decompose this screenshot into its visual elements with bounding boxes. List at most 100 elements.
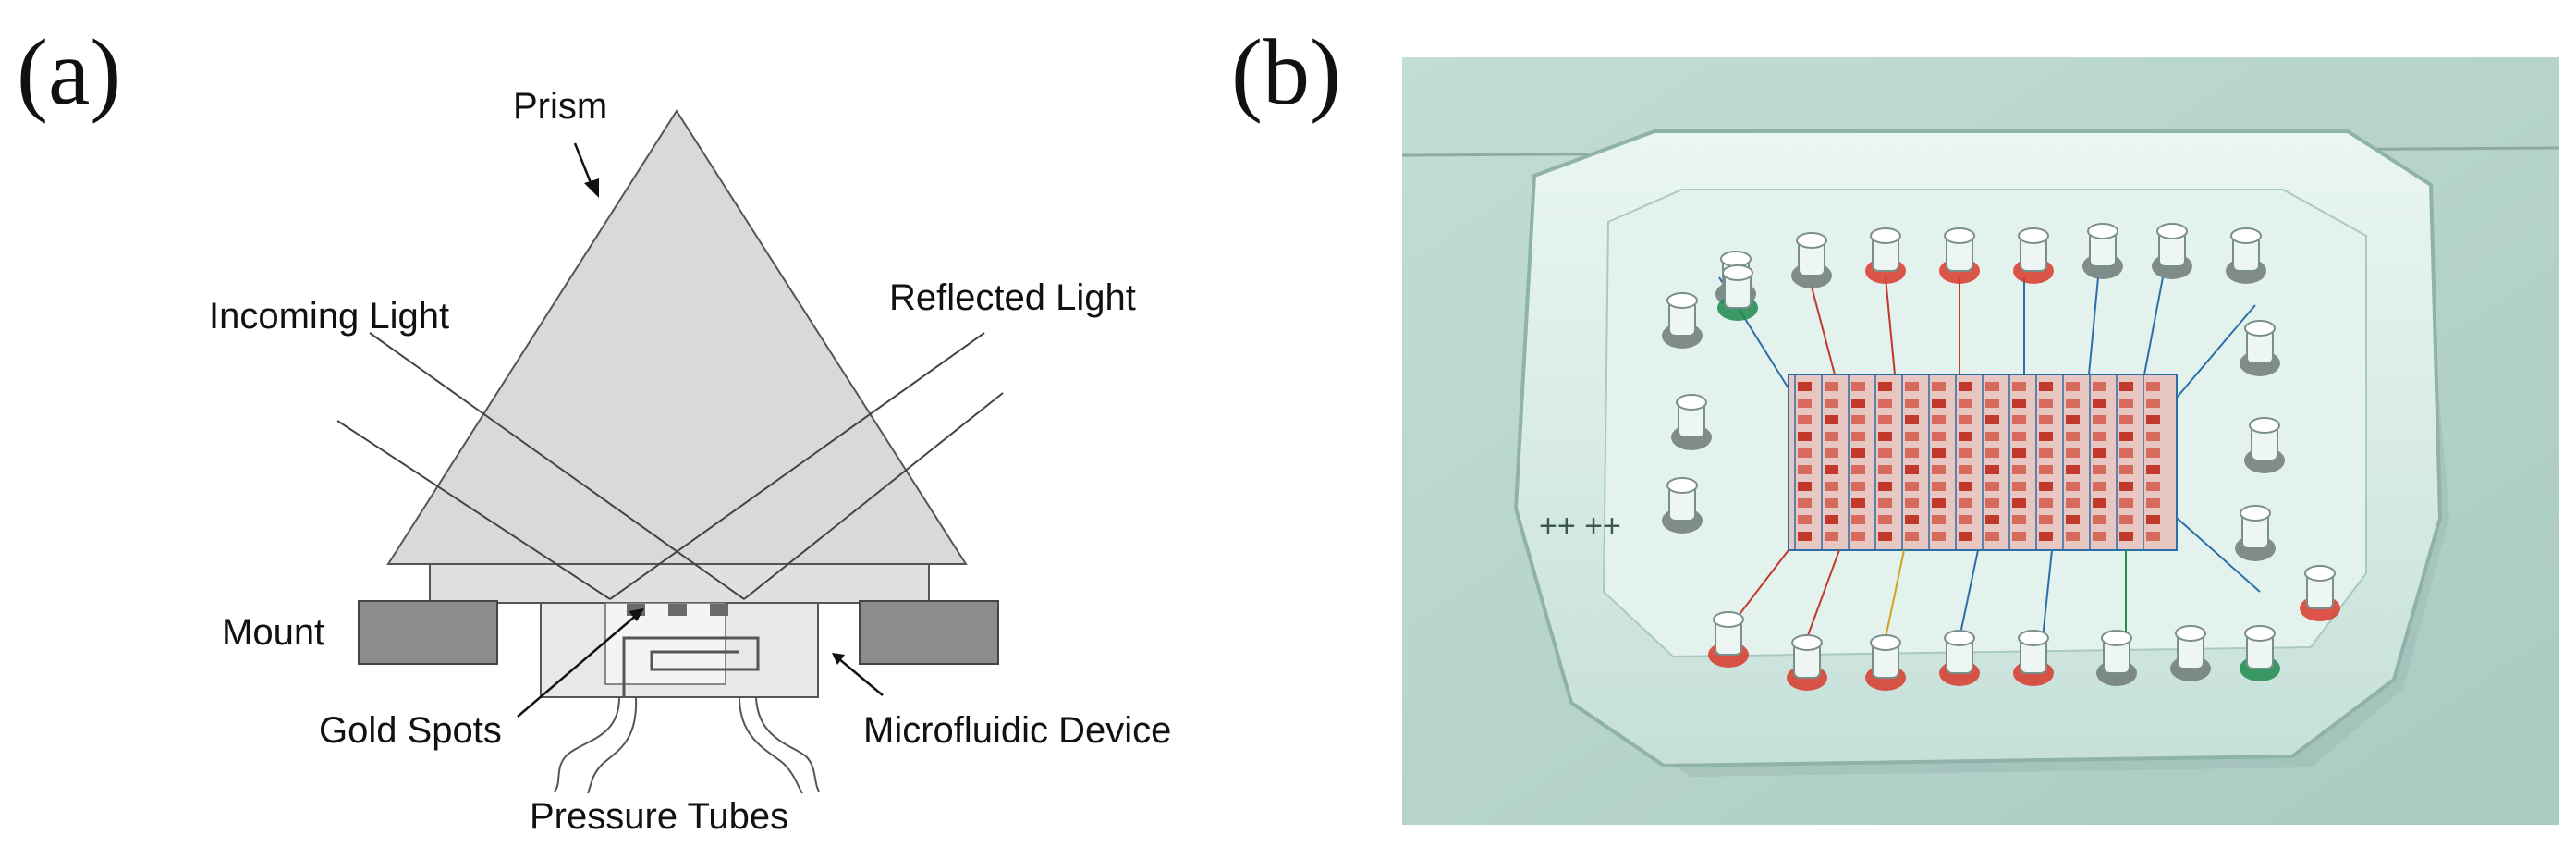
gold-spot-cell [1878, 448, 1892, 458]
channel-line [1885, 549, 1905, 639]
gold-spot-cell [2146, 399, 2160, 408]
pressure-tubes-label: Pressure Tubes [530, 796, 788, 837]
gold-spot-cell [1878, 482, 1892, 491]
tube-port [2152, 223, 2192, 279]
gold-spot-cell [1932, 415, 1946, 424]
channel-line [2088, 276, 2099, 375]
microfluidic-arrowhead [832, 653, 845, 665]
tube-port [2013, 630, 2054, 686]
tube-port [2300, 565, 2340, 621]
gold-spot-cell [1798, 432, 1812, 441]
port-opening [2156, 223, 2188, 239]
port-opening [2175, 625, 2206, 642]
port-opening [1666, 477, 1698, 494]
gold-spot-cell [2012, 532, 2026, 541]
gold-spot-cell [1985, 399, 1999, 408]
gold-spot-cell [2066, 382, 2080, 391]
port-opening [1944, 630, 1975, 646]
tube-port [1662, 292, 1703, 349]
gold-spot-cell [2146, 498, 2160, 508]
port-opening [2240, 505, 2271, 522]
port-opening [2304, 565, 2336, 582]
gold-spot-cell [2039, 448, 2053, 458]
panel-b-label: (b) [1231, 20, 1341, 125]
channel-line [1811, 286, 1836, 375]
gold-spot-cell [2066, 515, 2080, 524]
gold-spot-cell [2066, 432, 2080, 441]
channel-line [2143, 276, 2164, 375]
prism-label: Prism [513, 86, 607, 127]
gold-spot-cell [2066, 498, 2080, 508]
tube-port [1865, 227, 1906, 284]
port-opening [1796, 232, 1827, 249]
gold-spot-cell [1905, 415, 1919, 424]
gold-spot-cell [1985, 482, 1999, 491]
gold-spot-cell [1798, 482, 1812, 491]
gold-spot-cell [2039, 465, 2053, 474]
gold-spot-cell [2146, 465, 2160, 474]
gold-spot-cell [2012, 448, 2026, 458]
gold-spot-cell [1905, 432, 1919, 441]
gold-spot-cell [2039, 532, 2053, 541]
gold-spot-cell [2119, 415, 2133, 424]
gold-spot-cell [2093, 532, 2106, 541]
gold-spot-cell [1878, 382, 1892, 391]
chip-alignment-marks: ++ ++ [1539, 509, 1621, 544]
gold-spot-cell [1905, 498, 1919, 508]
gold-spot-cell [2119, 432, 2133, 441]
reflected-light-label: Reflected Light [889, 277, 1136, 318]
port-opening [1713, 611, 1744, 628]
tube-port [1717, 264, 1758, 321]
gold-spot-cell [2119, 498, 2133, 508]
gold-spot-cell [1851, 532, 1865, 541]
incoming-light-ray [336, 420, 611, 600]
gold-spot-cell [2066, 482, 2080, 491]
microfluidic-channel [622, 636, 760, 697]
prism-shape [386, 109, 968, 565]
gold-spot-cell [1798, 498, 1812, 508]
gold-spot-cell [1985, 415, 1999, 424]
tube-port [1708, 611, 1749, 668]
port-opening [2018, 630, 2049, 646]
gold-spot-cell [1825, 515, 1838, 524]
port-opening [2249, 417, 2280, 434]
gold-spot-cell [1825, 415, 1838, 424]
gold-spot-cell [1905, 399, 1919, 408]
channel-line [1885, 276, 1896, 375]
gold-spot-cell [1985, 498, 1999, 508]
mount-block-right [859, 600, 999, 665]
gold-spot-cell [2012, 399, 2026, 408]
gold-spot-cell [2146, 532, 2160, 541]
gold-spot-cell [2039, 515, 2053, 524]
gold-spot-cell [1825, 465, 1838, 474]
gold-spot-cell [2119, 482, 2133, 491]
gold-spot-cell [2012, 498, 2026, 508]
port-opening [1666, 292, 1698, 309]
gold-spot-cell [1959, 515, 1972, 524]
gold-spot-cell [2066, 415, 2080, 424]
gold-spot-cell [1905, 382, 1919, 391]
gold-spot-cell [2012, 465, 2026, 474]
tube-port [2170, 625, 2211, 681]
pressure-tube [587, 696, 638, 794]
port-opening [1720, 251, 1752, 267]
gold-spot-cell [1905, 515, 1919, 524]
gold-spot-cell [1825, 448, 1838, 458]
microfluidic-device-label: Microfluidic Device [863, 710, 1171, 751]
gold-spot-cell [1932, 382, 1946, 391]
port-opening [1676, 394, 1707, 411]
channel-line [2042, 549, 2053, 639]
gold-spot-cell [1932, 399, 1946, 408]
port-opening [1944, 227, 1975, 244]
gold-spot-cell [1798, 448, 1812, 458]
tube-port [1662, 477, 1703, 534]
port-opening [2101, 630, 2132, 646]
gold-spot-cell [1851, 382, 1865, 391]
gold-spot-cell [2093, 515, 2106, 524]
gold-spot-cell [1985, 382, 1999, 391]
gold-spot-cell [2146, 382, 2160, 391]
gold-spot-cell [1932, 498, 1946, 508]
gold-spot-cell [1798, 532, 1812, 541]
gold-spot-cell [2039, 498, 2053, 508]
